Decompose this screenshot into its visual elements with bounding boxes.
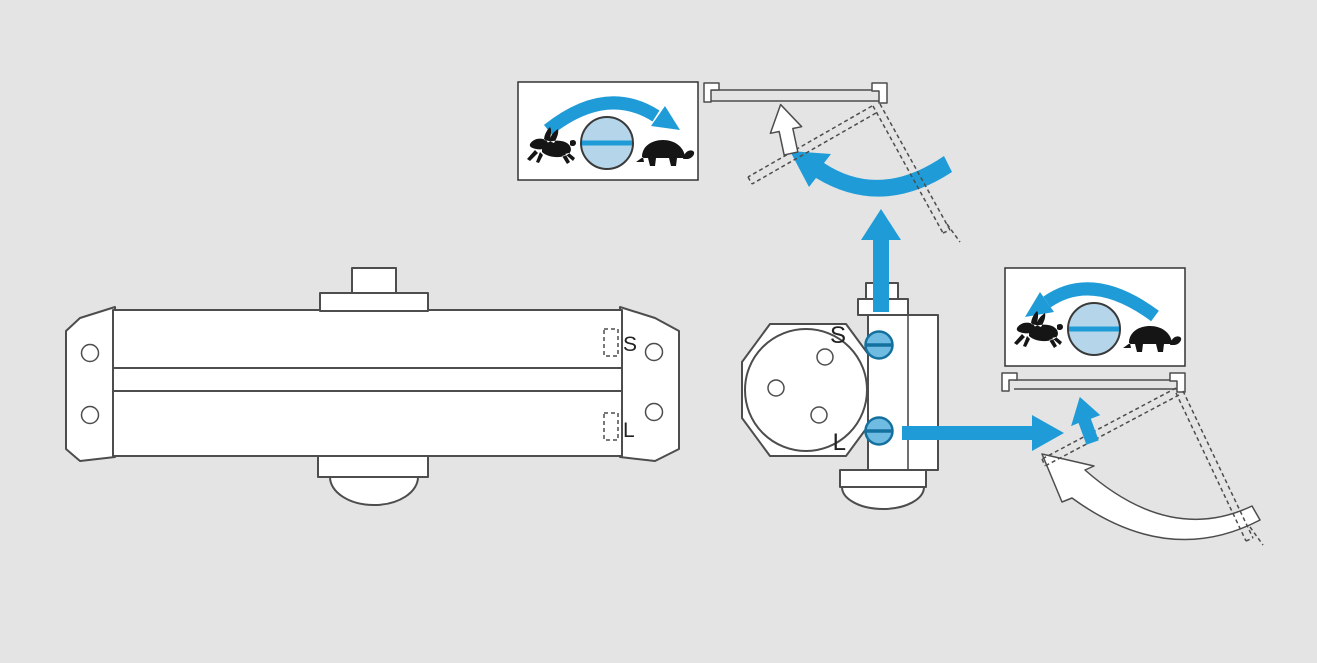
side-bottom-dome — [329, 476, 419, 506]
rabbit-silhouette — [527, 127, 576, 164]
door-edge-cap — [1245, 537, 1254, 542]
end-valve-l-screw-icon — [864, 416, 894, 446]
door-leaf-dashed — [1044, 394, 1180, 467]
door-leaf-dashed — [879, 103, 951, 231]
valve-screw-icon — [580, 116, 634, 170]
rotation-arc — [543, 96, 660, 136]
side-spindle-top — [351, 267, 397, 294]
latch-direction-blue-arrow-icon — [1071, 396, 1101, 445]
door-leaf-dashed — [1182, 390, 1254, 539]
door-edge-cap — [747, 176, 753, 185]
side-valve-s-label: S — [623, 333, 637, 356]
speed-legend-s — [517, 81, 699, 181]
valve-screw-icon — [1067, 302, 1121, 356]
side-valve-s-marker — [603, 328, 619, 357]
door-wide-open-position — [1175, 390, 1264, 546]
turtle-icon — [1123, 326, 1182, 352]
door-leaf-dashed — [1175, 392, 1247, 542]
arrow-up-to-speed-diagram-icon — [861, 209, 901, 312]
turtle-icon — [636, 140, 695, 166]
door-closer-end-view: S L — [741, 209, 1064, 510]
door-edge-profile — [946, 223, 961, 243]
end-boss-circle — [744, 328, 868, 452]
rotation-arrowhead — [1025, 292, 1054, 317]
end-valve-l-label: L — [833, 429, 846, 456]
door-speed-diagram — [703, 82, 961, 243]
side-bottom-mount — [317, 455, 429, 478]
door-latch-diagram — [1001, 372, 1264, 546]
door-edge-profile — [1249, 526, 1264, 546]
door-closer-side-view: S L — [65, 267, 680, 506]
door-leaf-dashed — [872, 105, 944, 234]
rabbit-icon — [527, 127, 576, 164]
frame-profile-right — [1169, 372, 1186, 393]
swing-range-white-arrow-icon — [1041, 453, 1261, 541]
rotation-arrow-icon — [1025, 282, 1159, 322]
door-leaf-dashed — [1041, 387, 1177, 460]
rabbit-icon — [1014, 311, 1063, 348]
end-hole-bottom — [810, 406, 828, 424]
side-left-hole-top — [80, 343, 100, 363]
door-open-position — [1041, 387, 1180, 467]
side-left-hole-bottom — [80, 405, 100, 425]
side-spindle-base — [319, 292, 429, 312]
door-leaf-dashed — [747, 105, 873, 178]
side-left-mount-plate — [65, 306, 116, 462]
door-leaf-dashed — [751, 112, 877, 185]
frame-profile-right — [871, 82, 888, 104]
side-body — [112, 309, 623, 457]
end-hole-left — [767, 379, 785, 397]
side-right-hole-bottom — [644, 402, 664, 422]
frame-profile-left — [1001, 372, 1018, 392]
side-valve-l-label: L — [623, 419, 635, 442]
end-hole-top — [816, 348, 834, 366]
turtle-silhouette — [1123, 326, 1182, 352]
side-valve-l-marker — [603, 412, 619, 441]
speed-legend-l — [1004, 267, 1186, 367]
door-edge-cap — [942, 229, 951, 234]
rabbit-silhouette — [1014, 311, 1063, 348]
end-valve-s-label: S — [830, 322, 846, 349]
rotation-arrow-icon — [543, 96, 680, 136]
rotation-arrowhead — [651, 106, 680, 130]
closing-swing-arrow-icon — [790, 151, 952, 197]
frame-profile-left — [703, 82, 720, 103]
end-bottom-dome — [841, 486, 925, 510]
side-right-hole-top — [644, 342, 664, 362]
end-bottom-mount — [839, 469, 927, 488]
door-wide-open-position — [872, 103, 961, 243]
rotation-arc — [1043, 282, 1159, 322]
closing-direction-white-arrow-icon — [769, 103, 803, 156]
turtle-silhouette — [636, 140, 695, 166]
door-open-position — [747, 105, 877, 185]
door-edge-cap — [1041, 458, 1046, 467]
end-valve-s-screw-icon — [864, 330, 894, 360]
arrow-right-to-latch-diagram-icon — [902, 415, 1064, 451]
